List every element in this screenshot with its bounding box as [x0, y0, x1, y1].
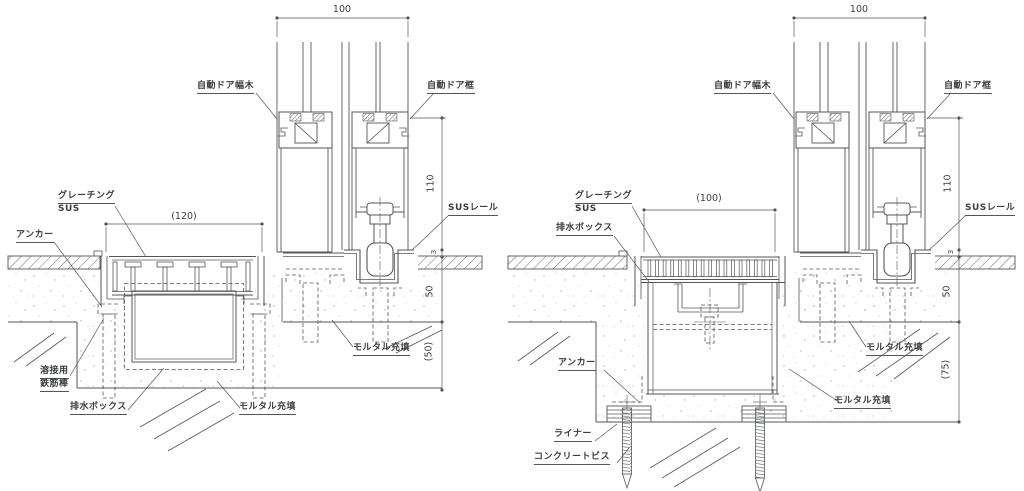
left-annotations [53, 92, 450, 411]
dim-trench-width-right: (100) [696, 193, 722, 204]
floor-tile [415, 255, 483, 270]
dim-depth-lower-right: (75) [940, 359, 952, 380]
label-welding-rebar-line1-left: 溶接用 [40, 366, 69, 379]
dim-tile-left: 3 [430, 249, 438, 255]
left-detail-drawing [7, 250, 483, 452]
label-anchor-right: アンカー [558, 358, 596, 371]
label-drain-box-right: 排水ボックス [556, 223, 613, 236]
label-mortar-fill-side-left: モルタル充填 [353, 343, 411, 356]
label-sus-rail-right: SUSレール [965, 203, 1016, 216]
label-grating-sus-right: SUS [575, 204, 597, 214]
label-welding-rebar-line2-left: 鉄筋棒 [40, 379, 69, 392]
dim-depth-upper-right: 50 [941, 285, 953, 298]
right-annotations [594, 92, 967, 464]
dim-trench-width-left: (120) [171, 211, 197, 222]
dim-overall-width-right: 100 [849, 4, 869, 15]
label-door-baseboard-left: 自動ドア幅木 [197, 81, 255, 94]
label-grating-sus-left: SUS [58, 204, 80, 214]
label-grating-left: グレーチング [58, 191, 116, 204]
floor-tile [932, 255, 1016, 270]
drain-box [641, 282, 785, 395]
label-door-frame-right: 自動ドア框 [944, 81, 992, 94]
dim-frame-height-right: 110 [942, 174, 954, 193]
label-anchor-left: アンカー [16, 230, 54, 243]
label-door-frame-left: 自動ドア框 [427, 81, 475, 94]
right-detail-drawing [507, 250, 1016, 491]
label-concrete-screw-right: コンクリートビス [534, 452, 611, 465]
label-drain-box-left: 排水ボックス [70, 402, 127, 415]
floor-tile [507, 255, 628, 270]
liner-and-screws [606, 376, 787, 491]
label-door-baseboard-right: 自動ドア幅木 [714, 81, 772, 94]
floor-tile [7, 255, 101, 270]
anchor-rods [97, 303, 271, 399]
dim-frame-height-left: 110 [425, 174, 437, 193]
grating-bar [641, 256, 779, 280]
label-liner-right: ライナー [554, 429, 592, 442]
drain-box [123, 283, 245, 370]
label-sus-rail-left: SUSレール [448, 203, 499, 216]
dim-overall-width-left: 100 [332, 4, 352, 15]
label-mortar-fill-bottom-left: モルタル充填 [239, 402, 297, 415]
dim-depth-upper-left: 50 [424, 285, 436, 298]
label-grating-right: グレーチング [575, 191, 633, 204]
dim-depth-lower-left: (50) [423, 341, 435, 362]
label-mortar-fill-bottom-right: モルタル充填 [834, 396, 892, 409]
label-mortar-fill-side-right: モルタル充填 [866, 343, 924, 356]
dim-tile-right: 3 [947, 249, 955, 255]
